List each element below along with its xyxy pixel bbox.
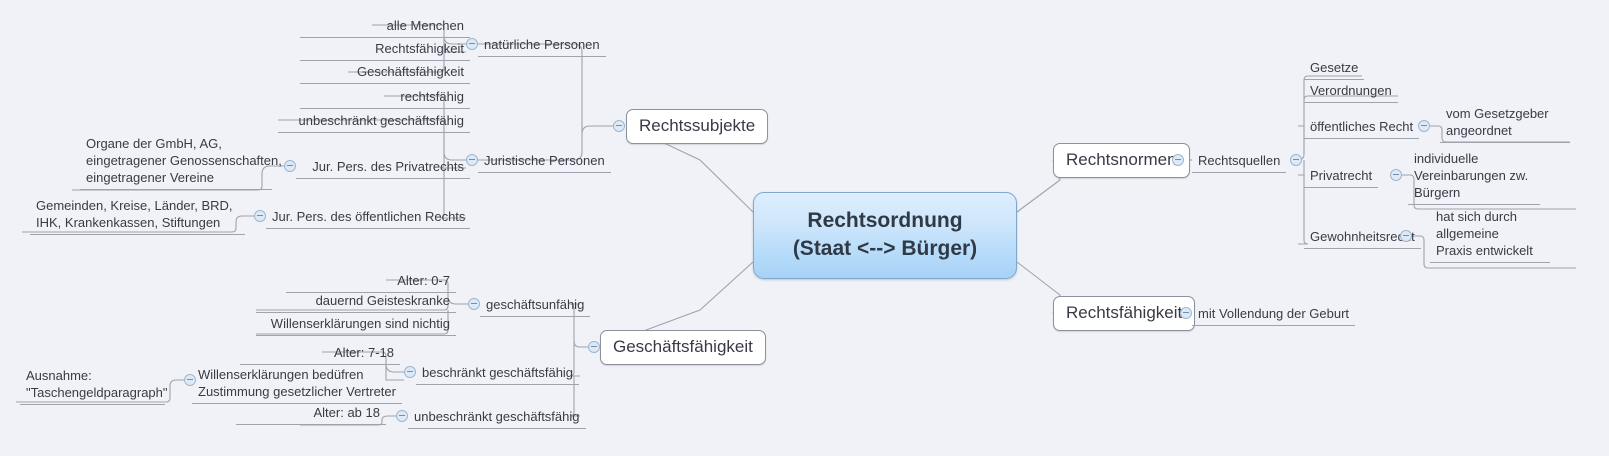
- leaf-rechtsfaehigkeit[interactable]: Rechtsfähigkeit: [300, 40, 470, 61]
- leaf-rechtsfaehig[interactable]: rechtsfähig: [300, 88, 470, 109]
- leaf-geschaeftsfaehigkeit[interactable]: Geschäftsfähigkeit: [300, 63, 470, 84]
- leaf-alter-ab-18[interactable]: Alter: ab 18: [236, 404, 386, 425]
- node-privatrecht[interactable]: Privatrecht: [1304, 167, 1379, 188]
- leaf-willenserklaerungen-nichtig[interactable]: Willenserklärungen sind nichtig: [256, 315, 456, 336]
- collapse-handle-jur-pers-privatrechts[interactable]: [284, 160, 296, 172]
- leaf-verordnungen[interactable]: Verordnungen: [1304, 82, 1398, 103]
- node-unbeschraenkt-geschaeftsfaehig[interactable]: unbeschränkt geschäftsfähig: [408, 408, 586, 429]
- leaf-hat-sich-durch-allgemeine-praxis[interactable]: hat sich durch allgemeine Praxis entwick…: [1430, 208, 1550, 263]
- collapse-handle-gewohnheitsrecht[interactable]: [1400, 230, 1412, 242]
- node-geschaeftsfaehigkeit[interactable]: Geschäftsfähigkeit: [600, 330, 766, 366]
- leaf-ausnahme-taschengeldparagraph[interactable]: Ausnahme: "Taschengeldparagraph": [20, 367, 168, 405]
- node-geschaeftsunfaehig[interactable]: geschäftsunfähig: [480, 296, 591, 317]
- leaf-vom-gesetzgeber-angeordnet[interactable]: vom Gesetzgeber angeordnet: [1440, 105, 1570, 143]
- node-rechtsquellen[interactable]: Rechtsquellen: [1192, 152, 1287, 173]
- leaf-gemeinden-kreise[interactable]: Gemeinden, Kreise, Länder, BRD, IHK, Kra…: [30, 197, 245, 235]
- collapse-handle-natuerliche-personen[interactable]: [466, 38, 478, 50]
- node-beschraenkt-geschaeftsfaehig[interactable]: beschränkt geschäftsfähig: [416, 364, 580, 385]
- collapse-handle-beschraenkt-geschaeftsfaehig[interactable]: [404, 366, 416, 378]
- node-natuerliche-personen[interactable]: natürliche Personen: [478, 36, 606, 57]
- node-rechtsfaehigkeit[interactable]: Rechtsfähigkeit: [1053, 296, 1196, 332]
- collapse-handle-rechtsfaehigkeit[interactable]: [1180, 307, 1192, 319]
- collapse-handle-unbeschraenkt-geschaeftsfaehig[interactable]: [396, 410, 408, 422]
- collapse-handle-juristische-personen[interactable]: [466, 154, 478, 166]
- leaf-gesetze[interactable]: Gesetze: [1304, 59, 1365, 80]
- collapse-handle-rechtssubjekte[interactable]: [613, 120, 625, 132]
- collapse-handle-oeffentliches-recht[interactable]: [1418, 120, 1430, 132]
- node-juristische-personen[interactable]: Juristische Personen: [478, 152, 611, 173]
- collapse-handle-jur-pers-oeffentlichen-rechts[interactable]: [254, 210, 266, 222]
- leaf-mit-vollendung-der-geburt[interactable]: mit Vollendung der Geburt: [1192, 305, 1356, 326]
- collapse-handle-willenserklaerungen-beduerfen[interactable]: [184, 374, 196, 386]
- node-oeffentliches-recht[interactable]: öffentliches Recht: [1304, 118, 1420, 139]
- leaf-organe-gmbh-ag[interactable]: Organe der GmbH, AG, eingetragener Genos…: [80, 135, 282, 190]
- leaf-dauernd-geisteskranke[interactable]: dauernd Geisteskranke: [256, 292, 456, 313]
- collapse-handle-rechtsnormen[interactable]: [1172, 154, 1184, 166]
- leaf-alter-7-18[interactable]: Alter: 7-18: [240, 344, 400, 365]
- leaf-individuelle-vereinbarungen[interactable]: individuelle Vereinbarungen zw. Bürgern: [1408, 150, 1540, 205]
- leaf-alter-0-7[interactable]: Alter: 0-7: [286, 272, 456, 293]
- collapse-handle-privatrecht[interactable]: [1390, 169, 1402, 181]
- node-jur-pers-oeffentlichen-rechts[interactable]: Jur. Pers. des öffentlichen Rechts: [266, 208, 470, 229]
- node-willenserklaerungen-beduerfen[interactable]: Willenserklärungen bedüfren Zustimmung g…: [192, 366, 402, 404]
- leaf-unbeschraenkt-geschaeftsfaehig[interactable]: unbeschränkt geschäftsfähig: [278, 112, 470, 133]
- node-jur-pers-privatrechts[interactable]: Jur. Pers. des Privatrechts: [296, 158, 470, 179]
- collapse-handle-geschaeftsunfaehig[interactable]: [468, 298, 480, 310]
- root-node-rechtsordnung[interactable]: Rechtsordnung (Staat <--> Bürger): [753, 192, 1017, 279]
- node-rechtsnormen[interactable]: Rechtsnormen: [1053, 143, 1190, 179]
- node-rechtssubjekte[interactable]: Rechtssubjekte: [626, 109, 769, 145]
- node-gewohnheitsrecht[interactable]: Gewohnheitsrecht: [1304, 228, 1421, 249]
- collapse-handle-geschaeftsfaehigkeit[interactable]: [588, 341, 600, 353]
- collapse-handle-rechtsquellen[interactable]: [1290, 154, 1302, 166]
- leaf-alle-menchen[interactable]: alle Menchen: [300, 17, 470, 38]
